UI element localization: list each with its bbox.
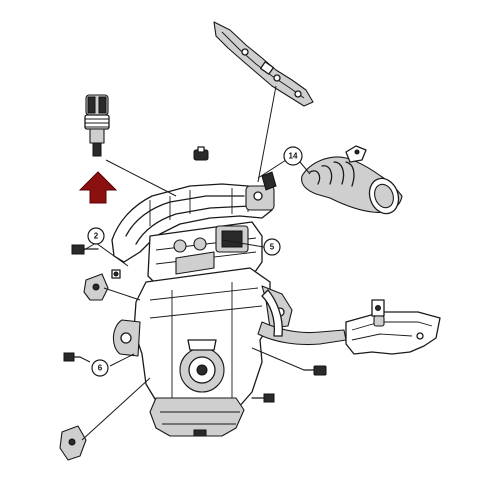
upper-bracket [213, 21, 314, 107]
callout-2: 2 [87, 227, 105, 245]
exhaust-pipe [257, 289, 347, 346]
callout-6: 6 [91, 359, 109, 377]
indicator-arrow [78, 171, 118, 204]
leader-5 [221, 239, 265, 248]
air-intake-hose [301, 145, 403, 215]
leader-6b [109, 353, 135, 367]
leader-right-a [251, 347, 305, 371]
oil-pan [149, 397, 245, 437]
coolant-sensor-6 [63, 352, 81, 362]
leader-2c [103, 287, 141, 301]
leader-14 [257, 159, 287, 179]
callout-2-label: 2 [94, 232, 99, 241]
leader-6a [79, 356, 91, 363]
leader-bracket [257, 85, 277, 183]
right-sensor-b [251, 393, 275, 403]
lower-left-bracket [59, 425, 87, 461]
right-sensor-a [303, 365, 327, 376]
engine-block [112, 267, 293, 413]
intake-manifold [111, 171, 277, 263]
leader-14b [299, 161, 311, 175]
vacuum-fitting [193, 146, 209, 161]
bracket-sensor-2 [83, 269, 121, 301]
leader-2b [95, 242, 129, 267]
callout-14: 14 [283, 146, 303, 166]
callout-5-label: 5 [270, 243, 275, 252]
callout-14-label: 14 [289, 152, 298, 161]
callout-6-label: 6 [98, 364, 103, 373]
callout-5: 5 [263, 238, 281, 256]
top-sensor [84, 94, 110, 157]
leader-top-sensor [105, 159, 177, 197]
lower-heat-shield [345, 299, 441, 355]
leader-lower-left [81, 377, 151, 441]
